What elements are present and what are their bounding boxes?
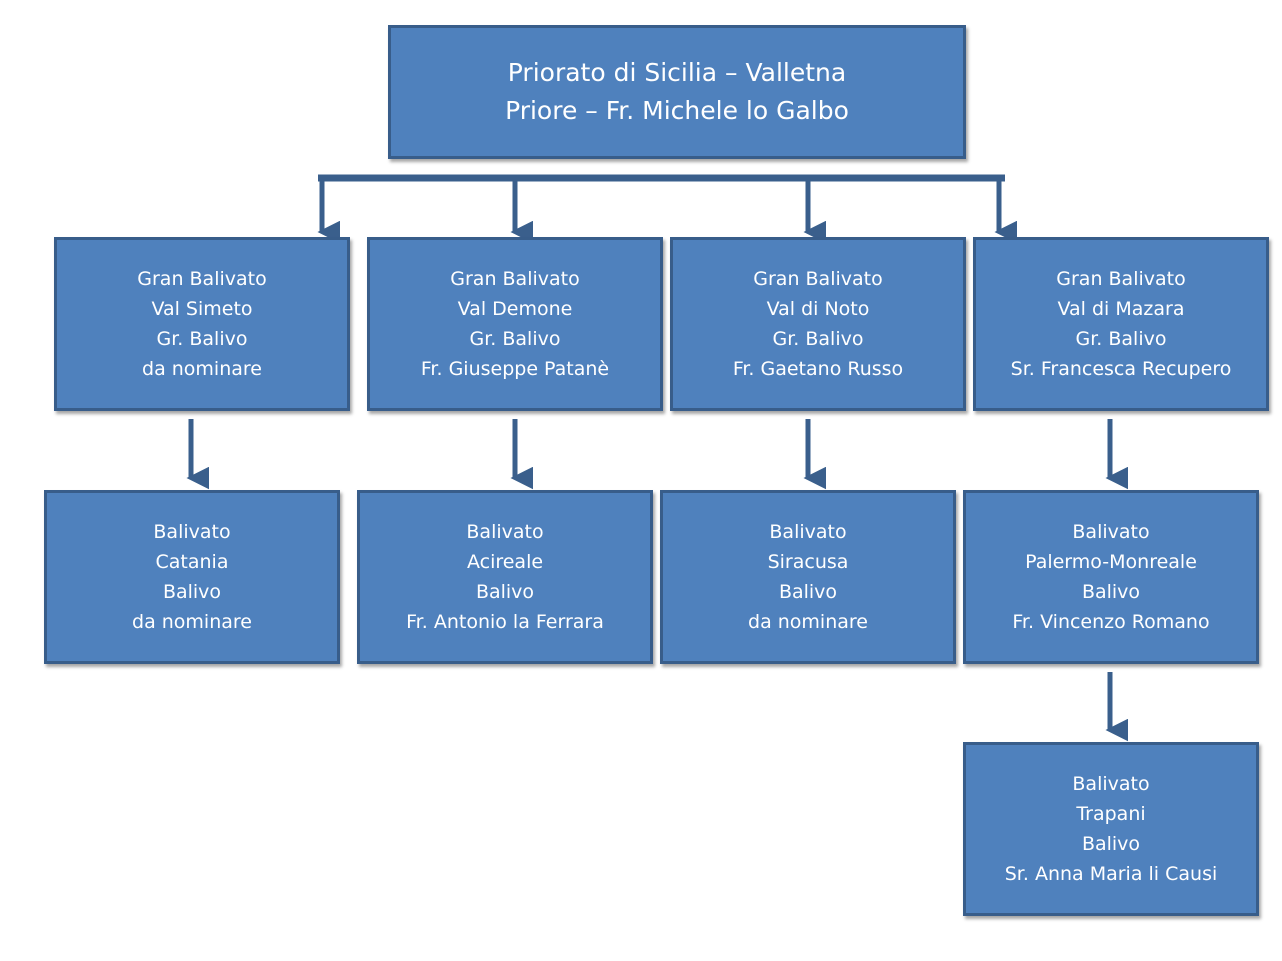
node-line: Gr. Balivo	[469, 328, 561, 350]
node-line: Val Simeto	[151, 298, 253, 320]
node-line: Val Demone	[457, 298, 573, 320]
node-line: Fr. Vincenzo Romano	[1012, 611, 1210, 633]
node-line: Balivo	[162, 581, 222, 603]
node-line: Balivo	[1081, 581, 1141, 603]
node-balivato-catania: Balivato Catania Balivo da nominare	[44, 490, 340, 664]
node-line: Balivo	[778, 581, 838, 603]
node-gran-balivato-val-di-noto: Gran Balivato Val di Noto Gr. Balivo Fr.…	[670, 237, 966, 411]
node-line: Balivato	[1072, 521, 1150, 543]
node-line: Fr. Gaetano Russo	[732, 358, 904, 380]
node-line: Catania	[155, 551, 229, 573]
node-line: Balivo	[1081, 833, 1141, 855]
node-line: Sr. Anna Maria li Causi	[1004, 863, 1218, 885]
node-line: Fr. Antonio la Ferrara	[406, 611, 604, 633]
node-line: Gr. Balivo	[772, 328, 864, 350]
node-gran-balivato-val-simeto: Gran Balivato Val Simeto Gr. Balivo da n…	[54, 237, 350, 411]
node-line: Balivato	[769, 521, 847, 543]
node-line: Balivato	[153, 521, 231, 543]
node-balivato-trapani: Balivato Trapani Balivo Sr. Anna Maria l…	[963, 742, 1259, 916]
node-line: Priorato di Sicilia – Valletna	[507, 58, 847, 87]
node-line: Gran Balivato	[137, 268, 267, 290]
node-line: Val di Noto	[766, 298, 870, 320]
node-priorato-sicilia: Priorato di Sicilia – Valletna Priore – …	[388, 25, 966, 159]
node-line: Gran Balivato	[450, 268, 580, 290]
node-line: Palermo-Monreale	[1025, 551, 1197, 573]
node-line: Gran Balivato	[1056, 268, 1186, 290]
node-gran-balivato-val-di-mazara: Gran Balivato Val di Mazara Gr. Balivo S…	[973, 237, 1269, 411]
node-balivato-acireale: Balivato Acireale Balivo Fr. Antonio la …	[357, 490, 653, 664]
node-balivato-siracusa: Balivato Siracusa Balivo da nominare	[660, 490, 956, 664]
node-line: Trapani	[1076, 803, 1146, 825]
node-line: Balivo	[475, 581, 535, 603]
node-line: Siracusa	[767, 551, 849, 573]
node-line: da nominare	[748, 611, 868, 633]
node-line: Gr. Balivo	[1075, 328, 1167, 350]
node-gran-balivato-val-demone: Gran Balivato Val Demone Gr. Balivo Fr. …	[367, 237, 663, 411]
node-line: Val di Mazara	[1057, 298, 1185, 320]
node-line: Gran Balivato	[753, 268, 883, 290]
node-line: Balivato	[1072, 773, 1150, 795]
node-line: Acireale	[466, 551, 544, 573]
node-line: Balivato	[466, 521, 544, 543]
node-line: Priore – Fr. Michele lo Galbo	[505, 96, 849, 125]
node-line: da nominare	[132, 611, 252, 633]
node-line: da nominare	[142, 358, 262, 380]
node-line: Sr. Francesca Recupero	[1010, 358, 1232, 380]
node-line: Gr. Balivo	[156, 328, 248, 350]
node-balivato-palermo-monreale: Balivato Palermo-Monreale Balivo Fr. Vin…	[963, 490, 1259, 664]
node-line: Fr. Giuseppe Patanè	[420, 358, 610, 380]
